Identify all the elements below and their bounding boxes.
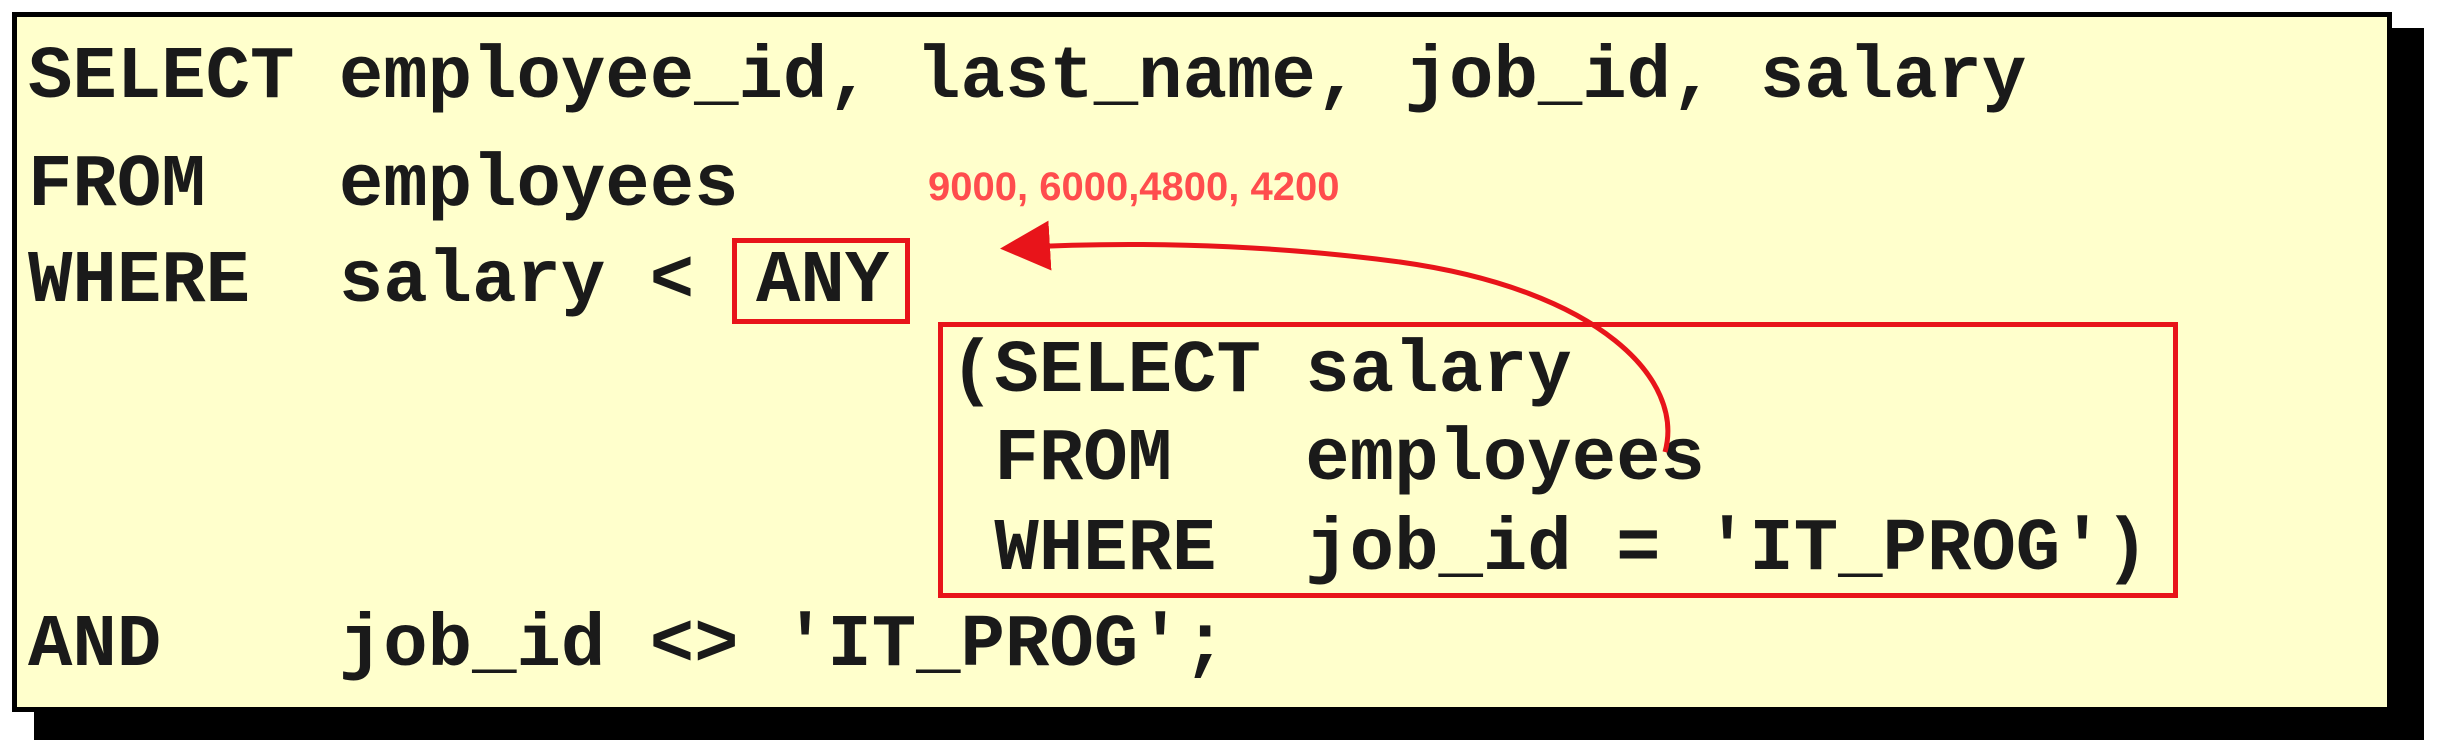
code-line-where-prefix: WHERE salary < — [28, 240, 739, 324]
subquery-result-values: 9000, 6000,4800, 4200 — [928, 165, 1340, 209]
code-line-select: SELECT employee_id, last_name, job_id, s… — [28, 36, 2027, 120]
code-line-from: FROM employees — [28, 144, 739, 228]
subquery-line-where: WHERE job_id = 'IT_PROG') — [950, 508, 2149, 592]
subquery-line-select: (SELECT salary — [950, 330, 1572, 414]
code-line-and: AND job_id <> 'IT_PROG'; — [28, 604, 1227, 688]
subquery-highlight-box — [938, 322, 2178, 598]
any-keyword-highlight-box — [732, 238, 910, 324]
code-keyword-any: ANY — [756, 240, 890, 324]
subquery-line-from: FROM employees — [950, 418, 1705, 502]
